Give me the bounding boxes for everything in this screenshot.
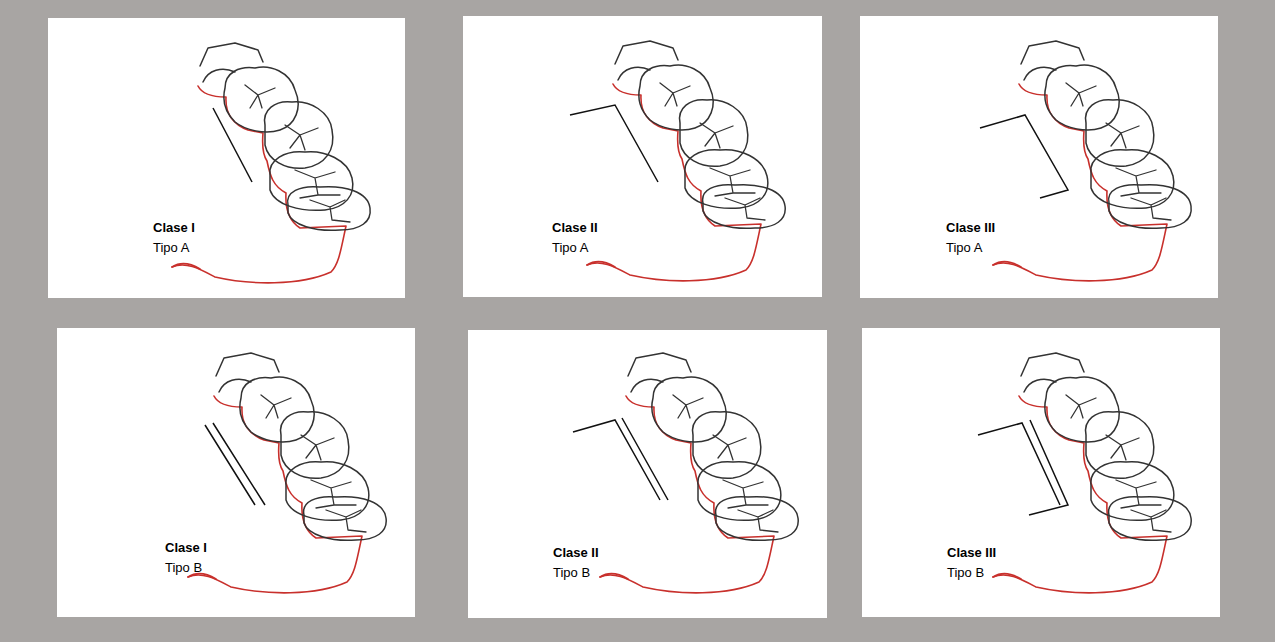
panel-caption: Clase IIITipo A: [946, 218, 995, 258]
type-label: Tipo B: [553, 563, 599, 583]
panel-caption: Clase ITipo B: [165, 538, 207, 578]
type-label: Tipo B: [165, 558, 207, 578]
class-label: Clase III: [947, 543, 996, 563]
diagram-panel: Clase IITipo A: [463, 16, 822, 297]
type-label: Tipo A: [552, 238, 598, 258]
class-label: Clase I: [165, 538, 207, 558]
panel-caption: Clase IIITipo B: [947, 543, 996, 583]
diagram-panel: Clase IITipo B: [468, 330, 827, 618]
diagram-panel: Clase IIITipo A: [860, 16, 1218, 298]
panel-caption: Clase IITipo B: [553, 543, 599, 583]
class-label: Clase II: [553, 543, 599, 563]
panel-caption: Clase IITipo A: [552, 218, 598, 258]
type-label: Tipo A: [946, 238, 995, 258]
diagram-panel: Clase IIITipo B: [862, 328, 1220, 617]
panel-caption: Clase ITipo A: [153, 218, 195, 258]
type-label: Tipo B: [947, 563, 996, 583]
class-label: Clase III: [946, 218, 995, 238]
diagram-panel: Clase ITipo A: [48, 18, 405, 298]
diagram-panel: Clase ITipo B: [57, 328, 415, 617]
class-label: Clase I: [153, 218, 195, 238]
class-label: Clase II: [552, 218, 598, 238]
type-label: Tipo A: [153, 238, 195, 258]
